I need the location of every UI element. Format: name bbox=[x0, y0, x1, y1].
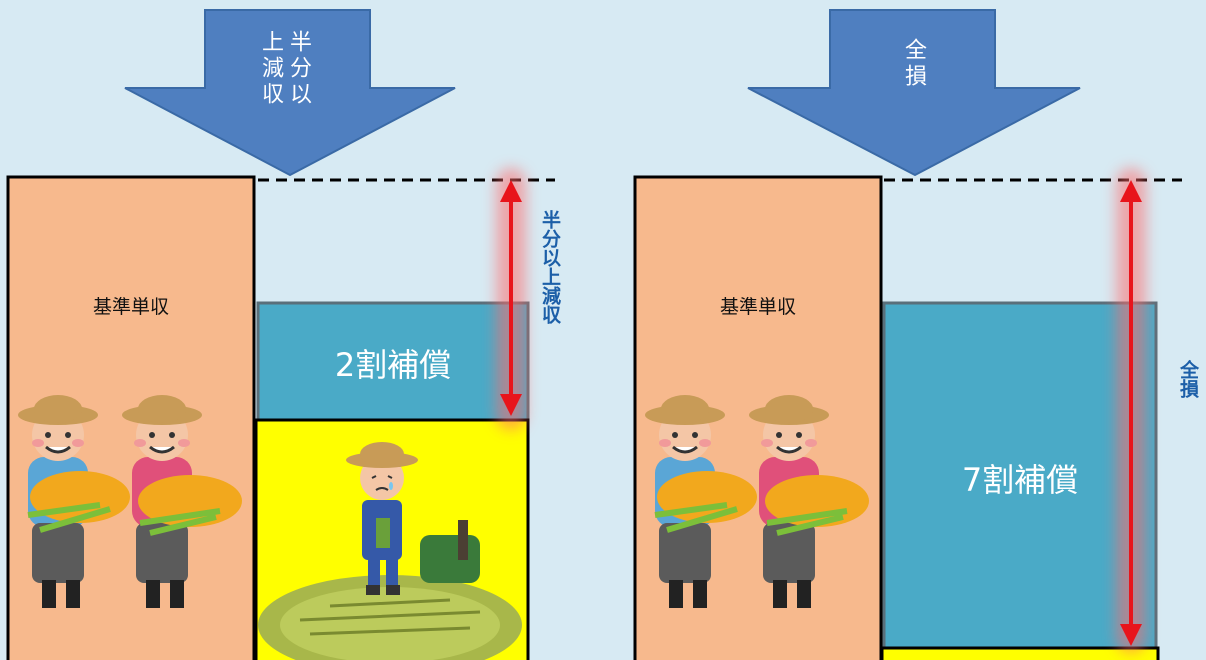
reduction-range-arrow bbox=[1120, 180, 1142, 646]
compensation-block bbox=[882, 301, 1158, 650]
right-reduction-label: 全損 bbox=[1177, 360, 1199, 398]
down-arrow-shape bbox=[747, 9, 1081, 177]
right-base-label: 基準単収 bbox=[719, 296, 796, 318]
right-arrow-label: 全損 bbox=[901, 38, 926, 90]
left-arrow-label: 半分以上減収 bbox=[258, 30, 311, 108]
compensation-block bbox=[256, 301, 530, 422]
down-arrow-shape bbox=[124, 9, 456, 177]
left-base-label: 基準単収 bbox=[92, 296, 169, 318]
reduction-range-arrow bbox=[500, 180, 522, 416]
left-reduction-label: 半分以上減収 bbox=[539, 210, 561, 324]
right-compensation-label: 7割補償 bbox=[961, 461, 1079, 499]
actual-harvest-block bbox=[880, 646, 1160, 660]
left-compensation-label: 2割補償 bbox=[334, 346, 452, 384]
sad-farmer-icon bbox=[258, 442, 522, 660]
